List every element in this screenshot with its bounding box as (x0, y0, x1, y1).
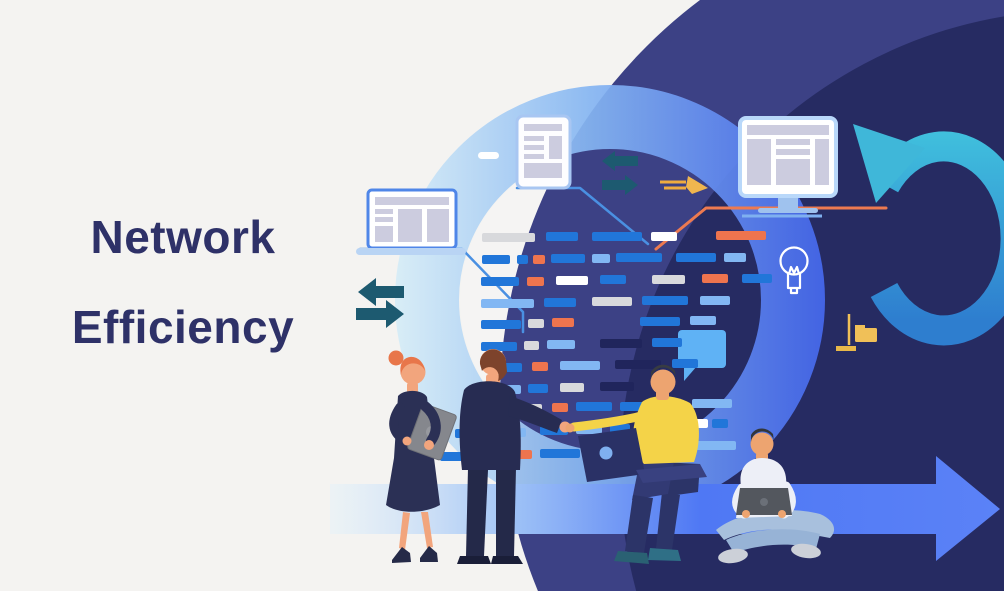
transfer-arrows-icon (356, 278, 404, 328)
transfer-arrows-small-icon (602, 151, 638, 195)
laptop-wireframe-icon (356, 188, 466, 255)
woman-with-tablet (386, 350, 457, 563)
title-line-1: Network (90, 211, 276, 263)
title-line-2: Efficiency (71, 301, 295, 353)
dash-icon (478, 152, 499, 159)
paper-plane-icon (660, 176, 708, 194)
ring-ribbon (395, 85, 825, 515)
loop-arrow-icon (853, 124, 1004, 346)
page-title: Network Efficiency (18, 192, 348, 372)
businessman (457, 349, 571, 564)
folder-icon (836, 314, 877, 351)
tablet-wireframe-icon (515, 114, 572, 190)
lightbulb-icon (779, 246, 809, 295)
monitor-wireframe-icon (738, 116, 838, 218)
person-cross-legged (716, 428, 835, 564)
speech-bubble-icon (678, 330, 726, 381)
developer-yellow-shirt (565, 364, 707, 564)
